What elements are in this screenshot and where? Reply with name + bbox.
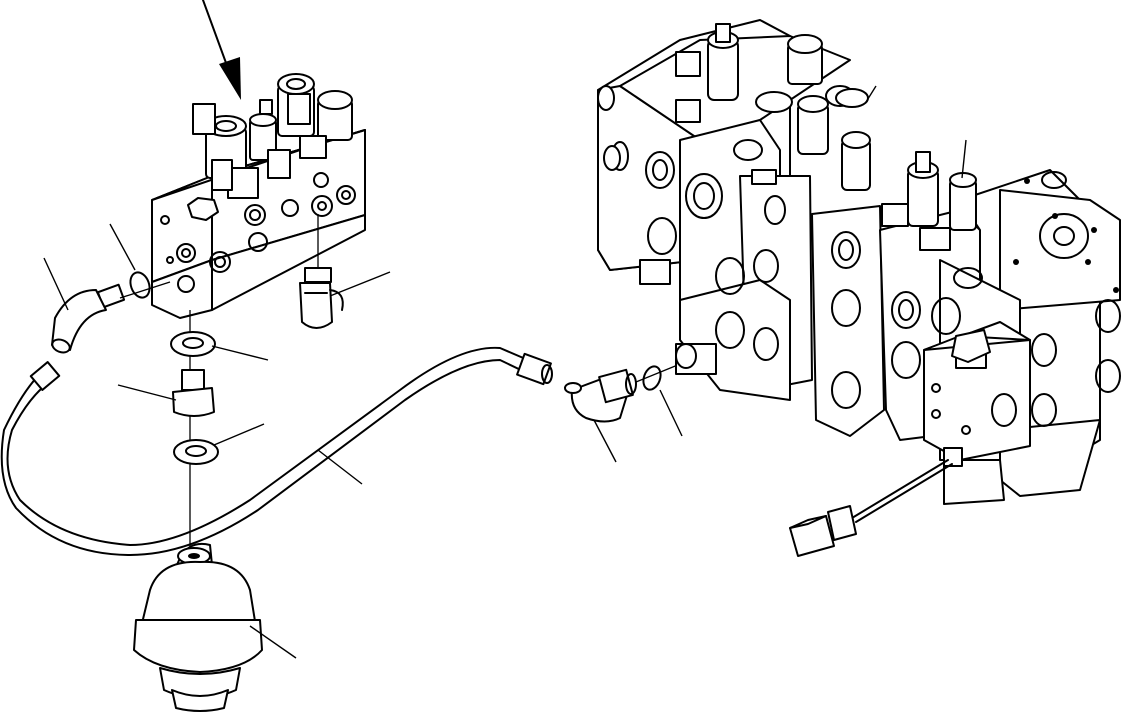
o-ring-upper-left: [129, 271, 151, 299]
seal-washer-upper: [170, 331, 216, 357]
leader-lines: [43, 85, 967, 659]
valve-spools: [597, 23, 987, 375]
solenoid-coils: [192, 73, 353, 199]
accumulator: [133, 542, 263, 712]
block-ports: [160, 172, 356, 293]
adapter-fitting: [172, 369, 215, 417]
sensor-connector: [789, 447, 963, 557]
pressure-sensor: [299, 214, 344, 329]
valve-ports: [611, 85, 1121, 427]
elbow-fitting-right: [564, 368, 637, 423]
solenoid-valve-block: [151, 73, 366, 319]
seal-washer-lower: [173, 439, 219, 465]
control-valve-assembly: [597, 19, 1121, 505]
indicator-arrow: [202, 0, 241, 100]
hydraulic-tube: [0, 346, 553, 556]
centre-stack: [170, 310, 219, 548]
